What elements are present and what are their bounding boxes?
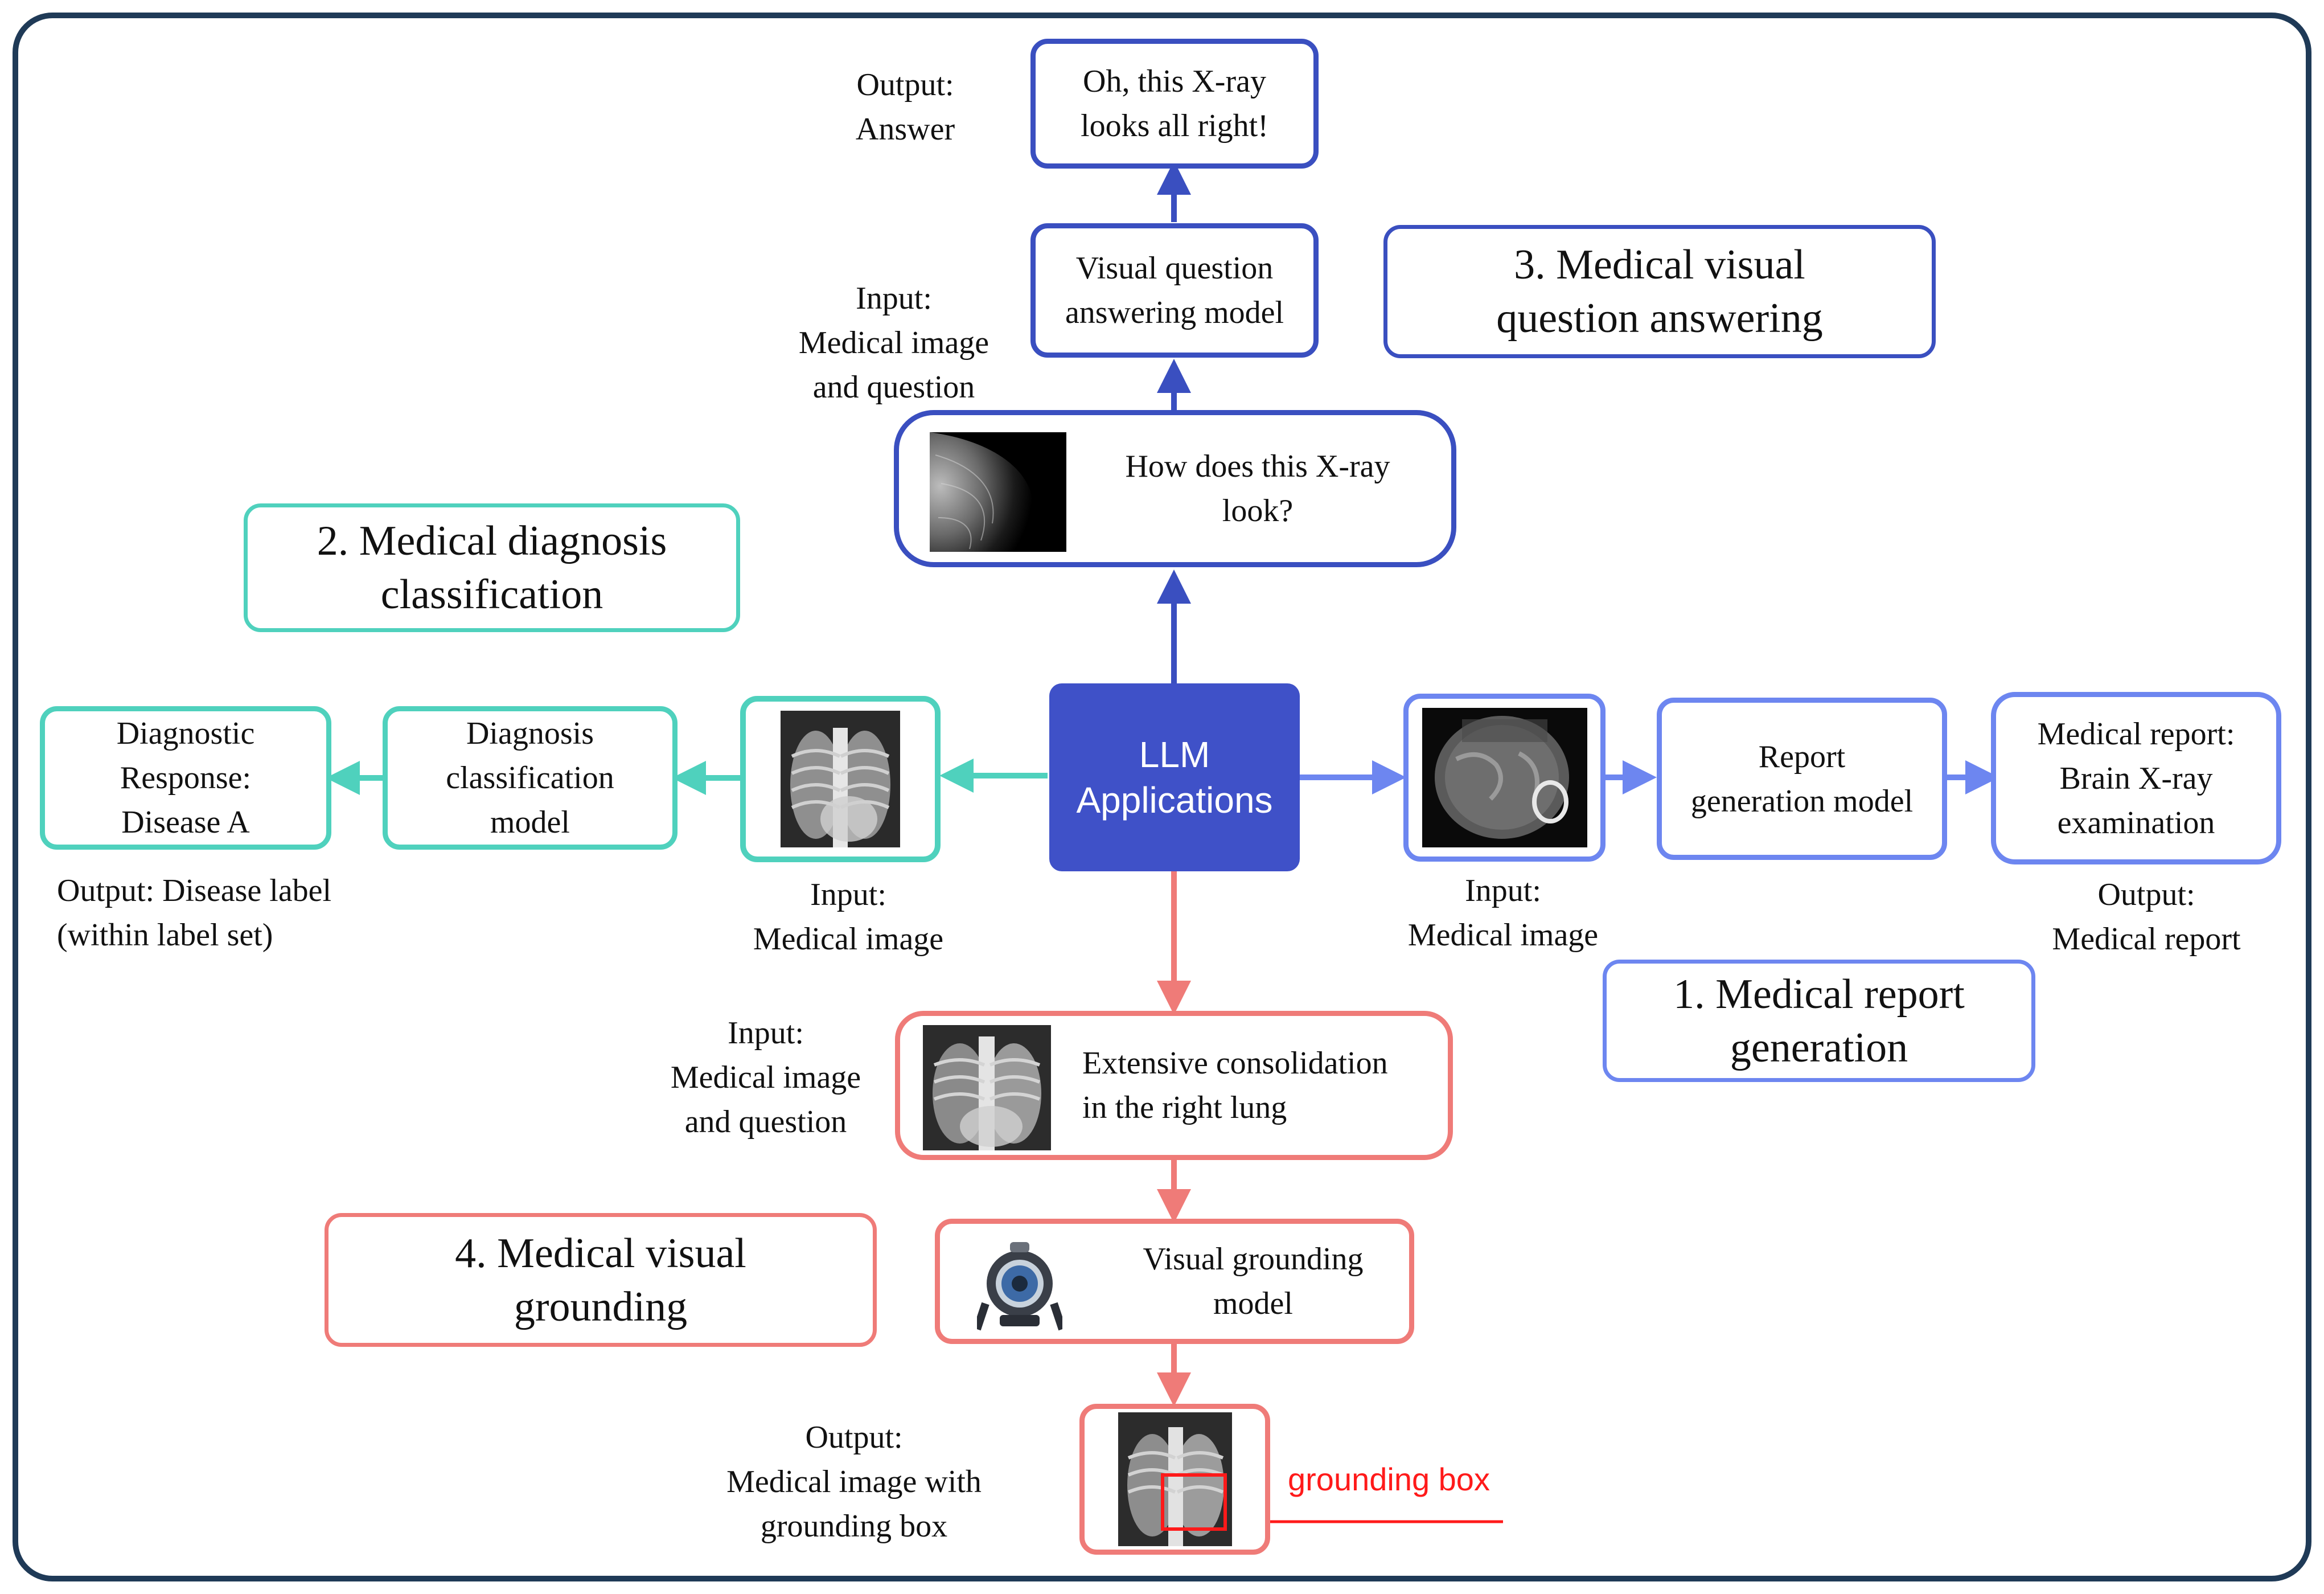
diagnosis-title-box[interactable]: 2. Medical diagnosis classification [244,503,740,632]
diagnosis-model-text: Diagnosis classification model [446,716,614,840]
chest-xray-image [781,711,900,847]
report-title-text: 1. Medical report generation [1673,970,1965,1071]
robot-icon [977,1242,1062,1331]
grounding-output-caption: Output: Medical image with grounding box [726,1420,982,1544]
diagnosis-model-box[interactable]: Diagnosis classification model [383,706,678,850]
diagnosis-input-image-box[interactable] [740,696,941,862]
report-input-image-box[interactable] [1403,694,1606,862]
vqa-output-caption: Output: Answer [855,67,955,147]
diagnosis-title-text: 2. Medical diagnosis classification [317,518,667,618]
chest-xray-output-image [1118,1412,1232,1546]
grounding-title-text: 4. Medical visual grounding [455,1230,746,1330]
grounding-title-box[interactable]: 4. Medical visual grounding [325,1213,877,1347]
brain-mri-image [1422,708,1587,847]
diagnosis-output-box[interactable]: Diagnostic Response: Disease A [40,706,331,850]
vqa-model-box[interactable]: Visual question answering model [1030,223,1319,358]
grounding-query-box[interactable]: Extensive consolidation in the right lun… [895,1011,1453,1160]
grounding-model-box[interactable]: Visual grounding model [935,1219,1414,1344]
diagnosis-input-caption: Input: Medical image [753,877,944,957]
vqa-answer-text: Oh, this X-ray looks all right! [1081,64,1268,144]
vqa-input-caption: Input: Medical image and question [798,281,989,405]
vqa-title-text: 3. Medical visual question answering [1496,241,1823,342]
diagnosis-output-caption: Output: Disease label (within label set) [57,873,332,953]
report-output-caption: Output: Medical report [2052,877,2241,957]
grounding-model-text: Visual grounding model [1143,1241,1364,1321]
grounding-box-marker [1160,1473,1227,1531]
vqa-answer-box[interactable]: Oh, this X-ray looks all right! [1030,39,1319,169]
outer-frame [13,13,2311,1581]
report-model-box[interactable]: Report generation model [1657,698,1947,860]
vqa-question-text: How does this X-ray look? [1125,449,1390,528]
mammogram-image [930,432,1066,552]
grounding-output-image-box[interactable] [1079,1404,1270,1555]
diagnosis-output-text: Diagnostic Response: Disease A [116,716,255,840]
grounding-input-caption: Input: Medical image and question [670,1015,861,1140]
grounding-box-label: grounding box [1288,1461,1490,1497]
report-output-text: Medical report: Brain X-ray examination [2037,716,2235,841]
chest-xray-query-image [923,1025,1051,1150]
vqa-model-text: Visual question answering model [1065,251,1284,330]
vqa-title-box[interactable]: 3. Medical visual question answering [1383,225,1936,358]
llm-applications-node[interactable]: LLM Applications [1049,683,1300,871]
report-model-text: Report generation model [1690,739,1914,819]
vqa-question-box[interactable]: How does this X-ray look? [894,410,1456,567]
report-title-box[interactable]: 1. Medical report generation [1603,960,2035,1082]
grounding-query-text: Extensive consolidation in the right lun… [1082,1046,1388,1125]
llm-applications-label: LLM Applications [1076,734,1273,821]
report-output-box[interactable]: Medical report: Brain X-ray examination [1991,692,2281,864]
report-input-caption: Input: Medical image [1407,873,1599,953]
